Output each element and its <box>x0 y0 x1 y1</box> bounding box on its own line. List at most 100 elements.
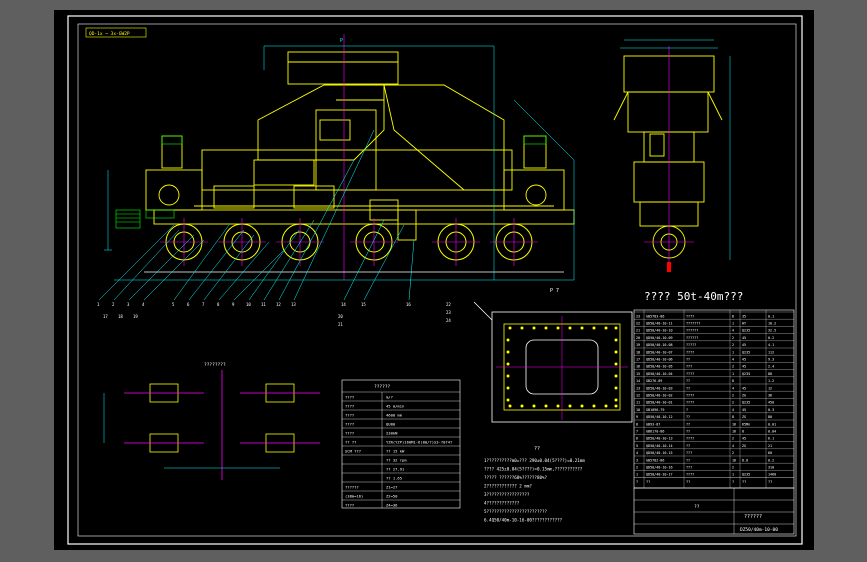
part-code: GB93-87 <box>646 422 660 426</box>
part-weight: 88 <box>768 372 772 376</box>
specs-row-value: ?? 1.65 <box>386 476 402 481</box>
part-weight: 450 <box>768 401 774 405</box>
part-weight: 0.2 <box>768 458 774 462</box>
specs-row-label: SCM ??? <box>345 449 361 454</box>
note-line: 4????????????? <box>484 501 520 506</box>
part-no: 7 <box>636 430 638 434</box>
part-no: 5 <box>636 444 638 448</box>
inner-frame <box>77 23 797 537</box>
part-code: QD50/40-10-03 <box>646 386 673 390</box>
balloon-3: 3 <box>127 302 130 307</box>
part-weight: 1.2 <box>768 379 774 383</box>
part-code: QD50/40-10-09 <box>646 336 673 340</box>
dimension-lines <box>104 45 575 281</box>
part-weight: 80 <box>768 415 772 419</box>
part-no: 23 <box>636 314 640 318</box>
note-line: 3????????????????? <box>484 492 530 497</box>
part-code: QD50/40-10-06 <box>646 358 673 362</box>
specs-title: ?????? <box>374 384 391 390</box>
balloon-1: 1 <box>97 302 100 307</box>
part-no: 11 <box>636 401 640 405</box>
note-line: ???? 425±0.04(5????)=0.15mm,??????????? <box>484 467 583 472</box>
parts-header-part-qty: ? <box>732 480 734 484</box>
balloon-18: 18 <box>118 314 123 319</box>
part-name: ???? <box>686 473 694 477</box>
balloon-labels: 1 2 3 4 5 6 7 8 9 10 11 12 13 14 15 16 <box>97 302 411 307</box>
part-no: 8 <box>636 422 638 426</box>
specs-row-value: YZR(YZP)160M1-6(80/?)S3-?0?4? <box>386 440 452 445</box>
part-qty: 1 <box>732 372 734 376</box>
specs-row-value: Z2=50 <box>386 494 398 499</box>
specs-row-label: ?????? <box>345 485 359 490</box>
balloon-13: 13 <box>291 302 296 307</box>
main-elevation <box>145 51 575 241</box>
part-material: ZG <box>742 444 746 448</box>
part-no: 16 <box>636 365 640 369</box>
part-code: QD50/40-10-08 <box>646 343 673 347</box>
part-material: 45 <box>742 343 746 347</box>
part-no: 9 <box>636 415 638 419</box>
part-name: ?? <box>686 386 690 390</box>
part-qty: 2 <box>732 343 734 347</box>
part-code: QD50/40-10-05 <box>646 365 673 369</box>
part-qty: 2 <box>732 466 734 470</box>
part-no: 13 <box>636 386 640 390</box>
section-p-label: P <box>340 38 343 44</box>
part-no: 21 <box>636 329 640 333</box>
balloon-15: 15 <box>361 302 366 307</box>
part-weight: 0.2 <box>768 336 774 340</box>
part-qty: 4 <box>732 358 734 362</box>
plan-view-centerlines <box>496 316 628 420</box>
part-qty: 2 <box>732 401 734 405</box>
part-code: QD50/40-10-14 <box>646 444 673 448</box>
part-no: 6 <box>636 437 638 441</box>
balloon-9: 9 <box>232 302 235 307</box>
part-code: QD50/40-10-01 <box>646 401 673 405</box>
top-tag-box <box>85 27 147 38</box>
side-view-dims <box>620 39 731 260</box>
specs-row-value: Z1=27 <box>386 485 397 490</box>
part-name: ???? <box>686 437 694 441</box>
balloon-12: 12 <box>276 302 281 307</box>
parts-header-part-weight: ?? <box>768 480 772 484</box>
part-weight: 6.1 <box>768 437 774 441</box>
company-name: ?????? <box>744 514 762 520</box>
part-code: GB6170-86 <box>646 430 664 434</box>
balloon-20: 20 <box>338 314 343 319</box>
notes-title: ?? <box>534 446 540 452</box>
part-weight: 0.3 <box>768 408 774 412</box>
note-line: 5???????????????????????? <box>484 509 548 514</box>
part-name: ??? <box>686 365 692 369</box>
part-weight: 9.3 <box>768 358 774 362</box>
balloon-14: 14 <box>341 302 346 307</box>
gear-diagram-shafts <box>124 370 320 480</box>
part-code: QD50/40-10-16 <box>646 466 673 470</box>
part-weight: 60 <box>768 451 772 455</box>
cad-viewport[interactable]: QD-1x ~ 3x-GW2P <box>54 10 814 550</box>
notes-block: ?? 1??????????m0=??? 290±0.04(5????)=0.2… <box>484 446 585 523</box>
part-no: 17 <box>636 358 640 362</box>
part-name: ?? <box>686 422 690 426</box>
part-code: QD50/40-10-02 <box>646 394 673 398</box>
part-material: 45 <box>742 358 746 362</box>
part-code: QD50/40-10-17 <box>646 473 673 477</box>
part-weight: 21 <box>768 444 772 448</box>
part-weight: 32.5 <box>768 329 776 333</box>
part-material: 45 <box>742 365 746 369</box>
balloon-19: 19 <box>133 314 138 319</box>
part-no: 2 <box>636 466 638 470</box>
part-qty: 2 <box>732 437 734 441</box>
part-material: 45 <box>742 437 746 441</box>
specs-row-label: ???? <box>345 413 354 418</box>
parts-header-part-name: ?? <box>686 480 690 484</box>
part-name: ??????? <box>686 322 700 326</box>
part-qty: 2 <box>732 365 734 369</box>
specs-row-label: ???? <box>345 395 354 400</box>
part-material: 8.8 <box>742 458 748 462</box>
part-material: 8 <box>742 430 744 434</box>
hatch-details <box>115 135 547 229</box>
part-name: ???? <box>686 394 694 398</box>
part-code: QD50/40-10-13 <box>646 437 673 441</box>
part-material: HT <box>742 322 746 326</box>
specs-row-value: m/? <box>386 395 393 400</box>
